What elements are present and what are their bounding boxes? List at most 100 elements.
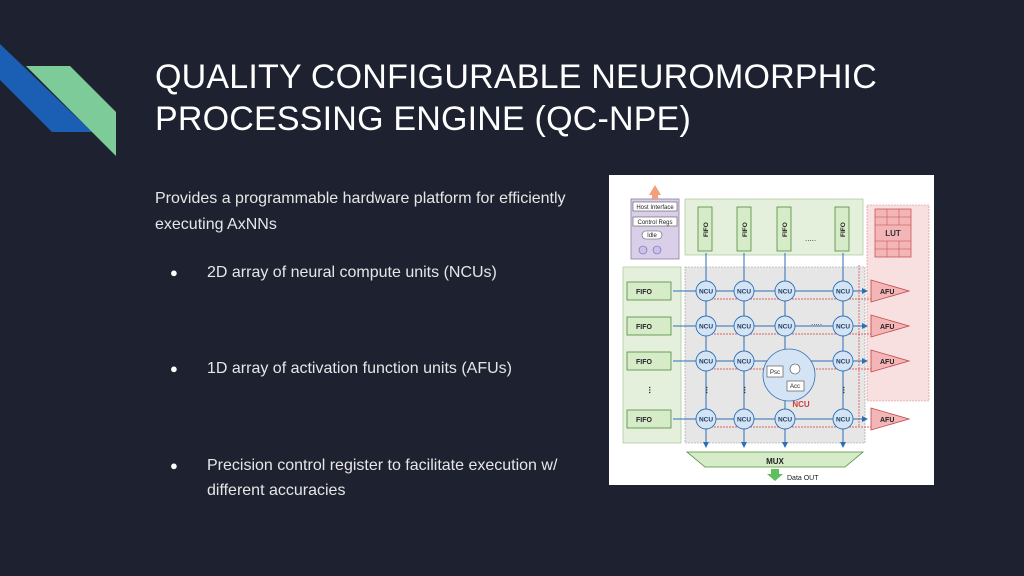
top-fifo-label: FIFO bbox=[840, 222, 847, 237]
left-fifo-label: FIFO bbox=[636, 359, 652, 366]
top-fifo-box bbox=[697, 206, 713, 252]
lut-block: LUT bbox=[874, 208, 912, 258]
afu-unit bbox=[870, 314, 911, 338]
input-fifo-area bbox=[684, 198, 864, 256]
intro-text: Provides a programmable hardware platfor… bbox=[155, 190, 566, 233]
row-ellipsis: ... bbox=[841, 386, 851, 394]
afu-label: AFU bbox=[880, 289, 894, 296]
data-out-label: Data OUT bbox=[787, 475, 819, 482]
left-fifo-label: FIFO bbox=[636, 289, 652, 296]
left-fifo-box bbox=[626, 281, 672, 301]
host-interface-box bbox=[632, 201, 678, 212]
ncu-node bbox=[832, 350, 854, 372]
row-ellipsis: ... bbox=[704, 386, 714, 394]
control-regs-label: Control Regs bbox=[637, 220, 672, 226]
ncu-node bbox=[774, 315, 796, 337]
left-fifo-box bbox=[626, 316, 672, 336]
ncu-node bbox=[695, 408, 717, 430]
ncu-label: NCU bbox=[737, 417, 751, 424]
afu-label: AFU bbox=[880, 417, 894, 424]
multiplier-icon bbox=[789, 363, 801, 375]
blue-stripe-shape bbox=[0, 44, 92, 132]
afu-unit bbox=[870, 407, 911, 431]
ncu-label: NCU bbox=[737, 359, 751, 366]
lut-label: LUT bbox=[885, 229, 901, 238]
corner-decoration bbox=[0, 44, 116, 156]
afu-unit bbox=[870, 349, 911, 373]
state-node-icon bbox=[638, 245, 648, 255]
psc-label: Psc bbox=[770, 370, 780, 376]
ncu-label: NCU bbox=[699, 359, 713, 366]
ncu-detail-label: NCU bbox=[792, 400, 810, 409]
ncu-node bbox=[832, 408, 854, 430]
ncu-node bbox=[733, 280, 755, 302]
row-ellipsis: ... bbox=[647, 386, 657, 394]
top-fifo-label: FIFO bbox=[782, 222, 789, 237]
control-regs-box bbox=[632, 216, 678, 227]
ncu-node bbox=[733, 315, 755, 337]
ncu-node bbox=[695, 350, 717, 372]
afu-label: AFU bbox=[880, 324, 894, 331]
slide-title: QUALITY CONFIGURABLE NEUROMORPHIC PROCES… bbox=[155, 56, 915, 140]
mux-block: MUX Data OUT bbox=[685, 451, 865, 482]
acc-label: Acc bbox=[790, 384, 800, 390]
ncu-node bbox=[695, 280, 717, 302]
ncu-label: NCU bbox=[699, 417, 713, 424]
ncu-node bbox=[733, 350, 755, 372]
ncu-label: NCU bbox=[737, 324, 751, 331]
left-fifo-label: FIFO bbox=[636, 417, 652, 424]
architecture-diagram: Host Interface Control Regs Idle LUT FIF… bbox=[609, 175, 934, 485]
left-fifo-box bbox=[626, 409, 672, 429]
mux-label: MUX bbox=[766, 457, 784, 466]
ncu-label: NCU bbox=[778, 289, 792, 296]
afu-label: AFU bbox=[880, 359, 894, 366]
top-fifo-box bbox=[834, 206, 850, 252]
ncu-label: NCU bbox=[778, 324, 792, 331]
left-fifo-box bbox=[626, 351, 672, 371]
row-ellipsis: ... bbox=[742, 386, 752, 394]
acc-box bbox=[786, 380, 805, 392]
ncu-node bbox=[774, 408, 796, 430]
bullet-icon: ● bbox=[170, 361, 178, 376]
afu-unit bbox=[870, 279, 911, 303]
ncu-label: NCU bbox=[836, 417, 850, 424]
data-out-arrow-icon bbox=[767, 469, 783, 481]
state-node-icon bbox=[652, 245, 662, 255]
architecture-svg: Host Interface Control Regs Idle LUT FIF… bbox=[622, 185, 930, 482]
fifo-ellipsis: ..... bbox=[805, 234, 816, 243]
ncu-label: NCU bbox=[737, 289, 751, 296]
host-arrow-icon bbox=[649, 185, 661, 195]
slide-title-line-2: PROCESSING ENGINE (QC-NPE) bbox=[155, 100, 692, 138]
host-interface-block: Host Interface Control Regs Idle bbox=[630, 185, 680, 260]
idle-label: Idle bbox=[647, 233, 657, 239]
top-fifo-box bbox=[736, 206, 752, 252]
host-arrow-stem bbox=[652, 193, 658, 199]
ncu-node bbox=[733, 408, 755, 430]
top-fifo-label: FIFO bbox=[703, 222, 710, 237]
ncu-node bbox=[832, 280, 854, 302]
bullet-text: 1D array of activation function units (A… bbox=[207, 360, 513, 377]
ncu-label: NCU bbox=[836, 324, 850, 331]
bullet-text: 2D array of neural compute units (NCUs) bbox=[207, 264, 497, 281]
mux-shape bbox=[685, 451, 865, 468]
ncu-node bbox=[774, 280, 796, 302]
bullet-icon: ● bbox=[170, 265, 178, 280]
green-stripe-shape bbox=[26, 66, 116, 156]
psc-box bbox=[766, 365, 784, 378]
ncu-node bbox=[832, 315, 854, 337]
host-interface-label: Host Interface bbox=[636, 205, 674, 211]
ncu-label: NCU bbox=[778, 417, 792, 424]
idle-box bbox=[641, 230, 663, 240]
ncu-label: NCU bbox=[699, 324, 713, 331]
top-fifo-label: FIFO bbox=[742, 222, 749, 237]
slide-title-line-1: QUALITY CONFIGURABLE NEUROMORPHIC bbox=[155, 58, 877, 96]
ncu-label: NCU bbox=[836, 289, 850, 296]
ncu-detail: Psc Acc NCU bbox=[762, 348, 816, 409]
bullet-text: Precision control register to facilitate… bbox=[207, 457, 558, 499]
ncu-node bbox=[695, 315, 717, 337]
ncu-label: NCU bbox=[836, 359, 850, 366]
top-fifo-box bbox=[776, 206, 792, 252]
left-fifo-label: FIFO bbox=[636, 324, 652, 331]
ncu-label: NCU bbox=[699, 289, 713, 296]
col-ellipsis: ..... bbox=[811, 318, 822, 327]
